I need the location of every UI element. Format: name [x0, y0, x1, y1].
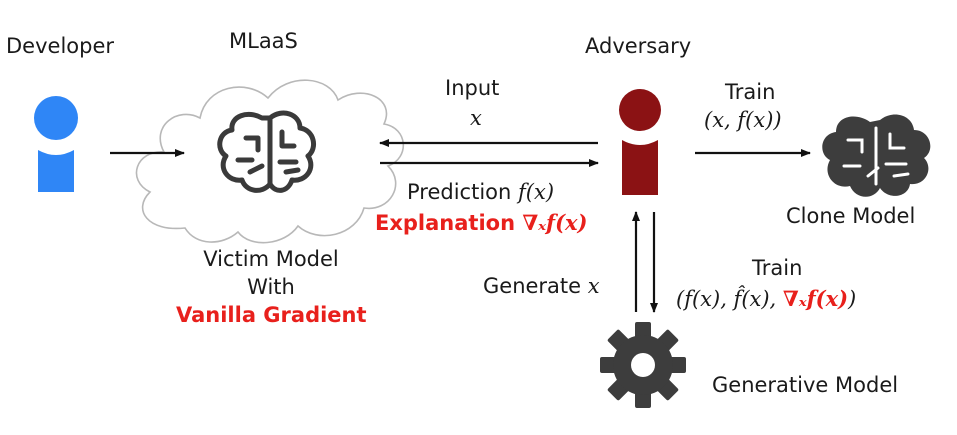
- generate-line: Generate x: [483, 274, 600, 298]
- clone-model-label: Clone Model: [786, 204, 916, 228]
- explanation-line: Explanation ∇ₓf(x): [375, 210, 587, 235]
- prediction-line: Prediction f(x): [407, 180, 554, 204]
- brain-icon: [217, 110, 317, 193]
- mlaas-label: MLaaS: [229, 29, 298, 53]
- gear-icon: [600, 322, 686, 408]
- generate-var: x: [587, 274, 600, 298]
- generative-model-label: Generative Model: [712, 373, 899, 397]
- input-var: x: [470, 106, 482, 130]
- victim-model-caption: Victim Model With Vanilla Gradient: [176, 245, 367, 329]
- victim-line-1: Victim Model: [203, 247, 339, 271]
- train-gen-label: Train: [752, 256, 803, 280]
- train-gen-expr-b: ∇ₓf(x): [782, 286, 849, 311]
- victim-method: Vanilla Gradient: [176, 303, 367, 327]
- train-gen-expr-a: (f(x), f̂(x),: [676, 287, 783, 311]
- train-gen-expr: (f(x), f̂(x), ∇ₓf(x)): [676, 286, 856, 311]
- train-clone-label: Train: [725, 80, 776, 104]
- prediction-expr: f(x): [518, 180, 555, 204]
- developer-label: Developer: [6, 34, 115, 58]
- explanation-label: Explanation: [375, 211, 516, 235]
- prediction-label: Prediction: [407, 180, 512, 204]
- explanation-expr: ∇ₓf(x): [522, 210, 588, 235]
- clone-brain-icon: [822, 114, 931, 197]
- generate-label: Generate: [483, 274, 582, 298]
- train-gen-expr-c: ): [848, 287, 857, 311]
- adversary-label: Adversary: [585, 34, 692, 58]
- train-clone-expr: (x, f(x)): [704, 108, 782, 132]
- developer-icon: [34, 96, 78, 192]
- input-label: Input: [445, 76, 500, 100]
- victim-line-2: With: [247, 275, 295, 299]
- adversary-icon: [619, 89, 661, 195]
